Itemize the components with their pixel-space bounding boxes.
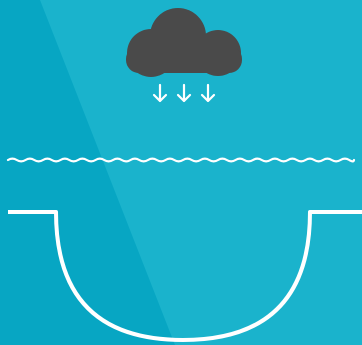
illustration-svg xyxy=(0,0,362,345)
rain-basin-illustration xyxy=(0,0,362,345)
